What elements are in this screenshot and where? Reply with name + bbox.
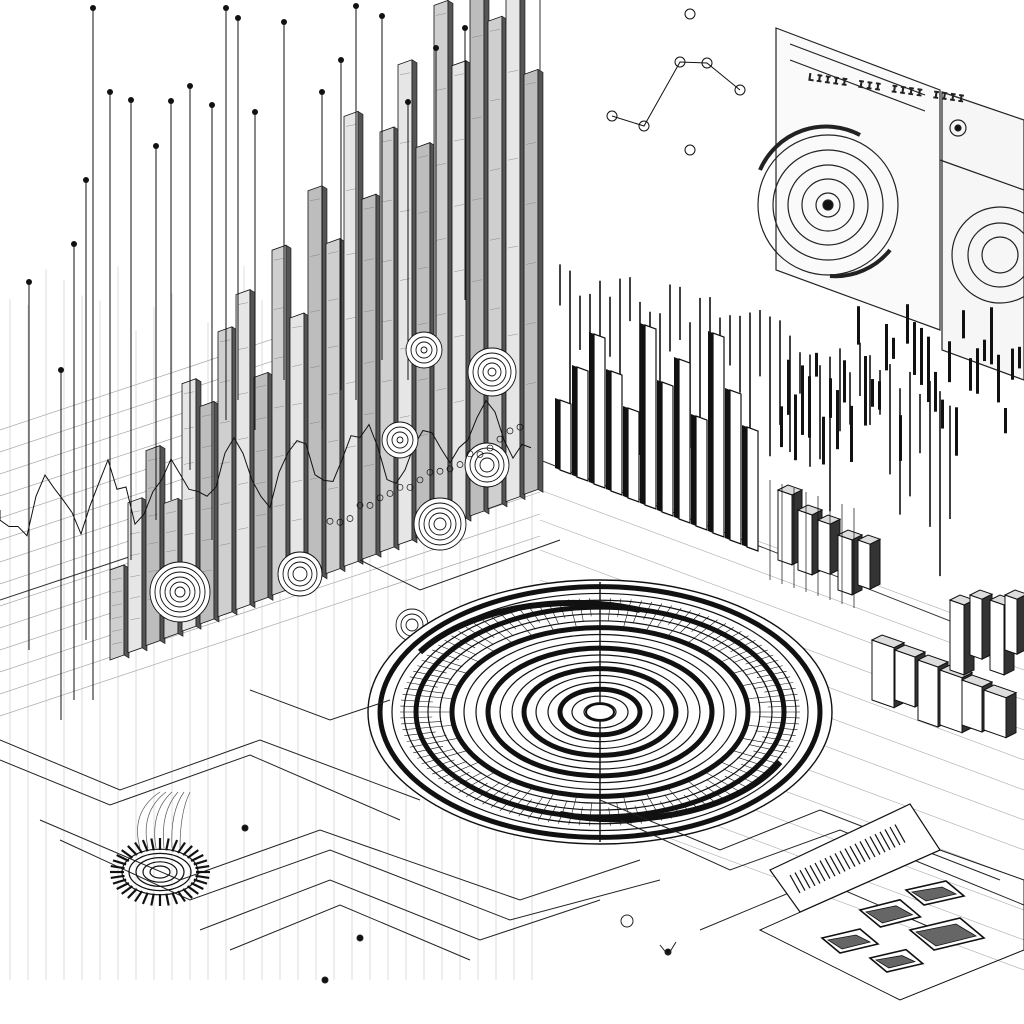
right-wall-white-bars xyxy=(555,323,759,552)
right-3d-column-blocks xyxy=(769,480,1024,739)
central-concentric-dial xyxy=(367,579,833,845)
mini-dials xyxy=(149,331,524,642)
microchip-tiles xyxy=(820,880,986,973)
pin-markers xyxy=(26,3,746,720)
small-gear-ring xyxy=(110,791,210,906)
hatched-card xyxy=(758,803,1024,1001)
